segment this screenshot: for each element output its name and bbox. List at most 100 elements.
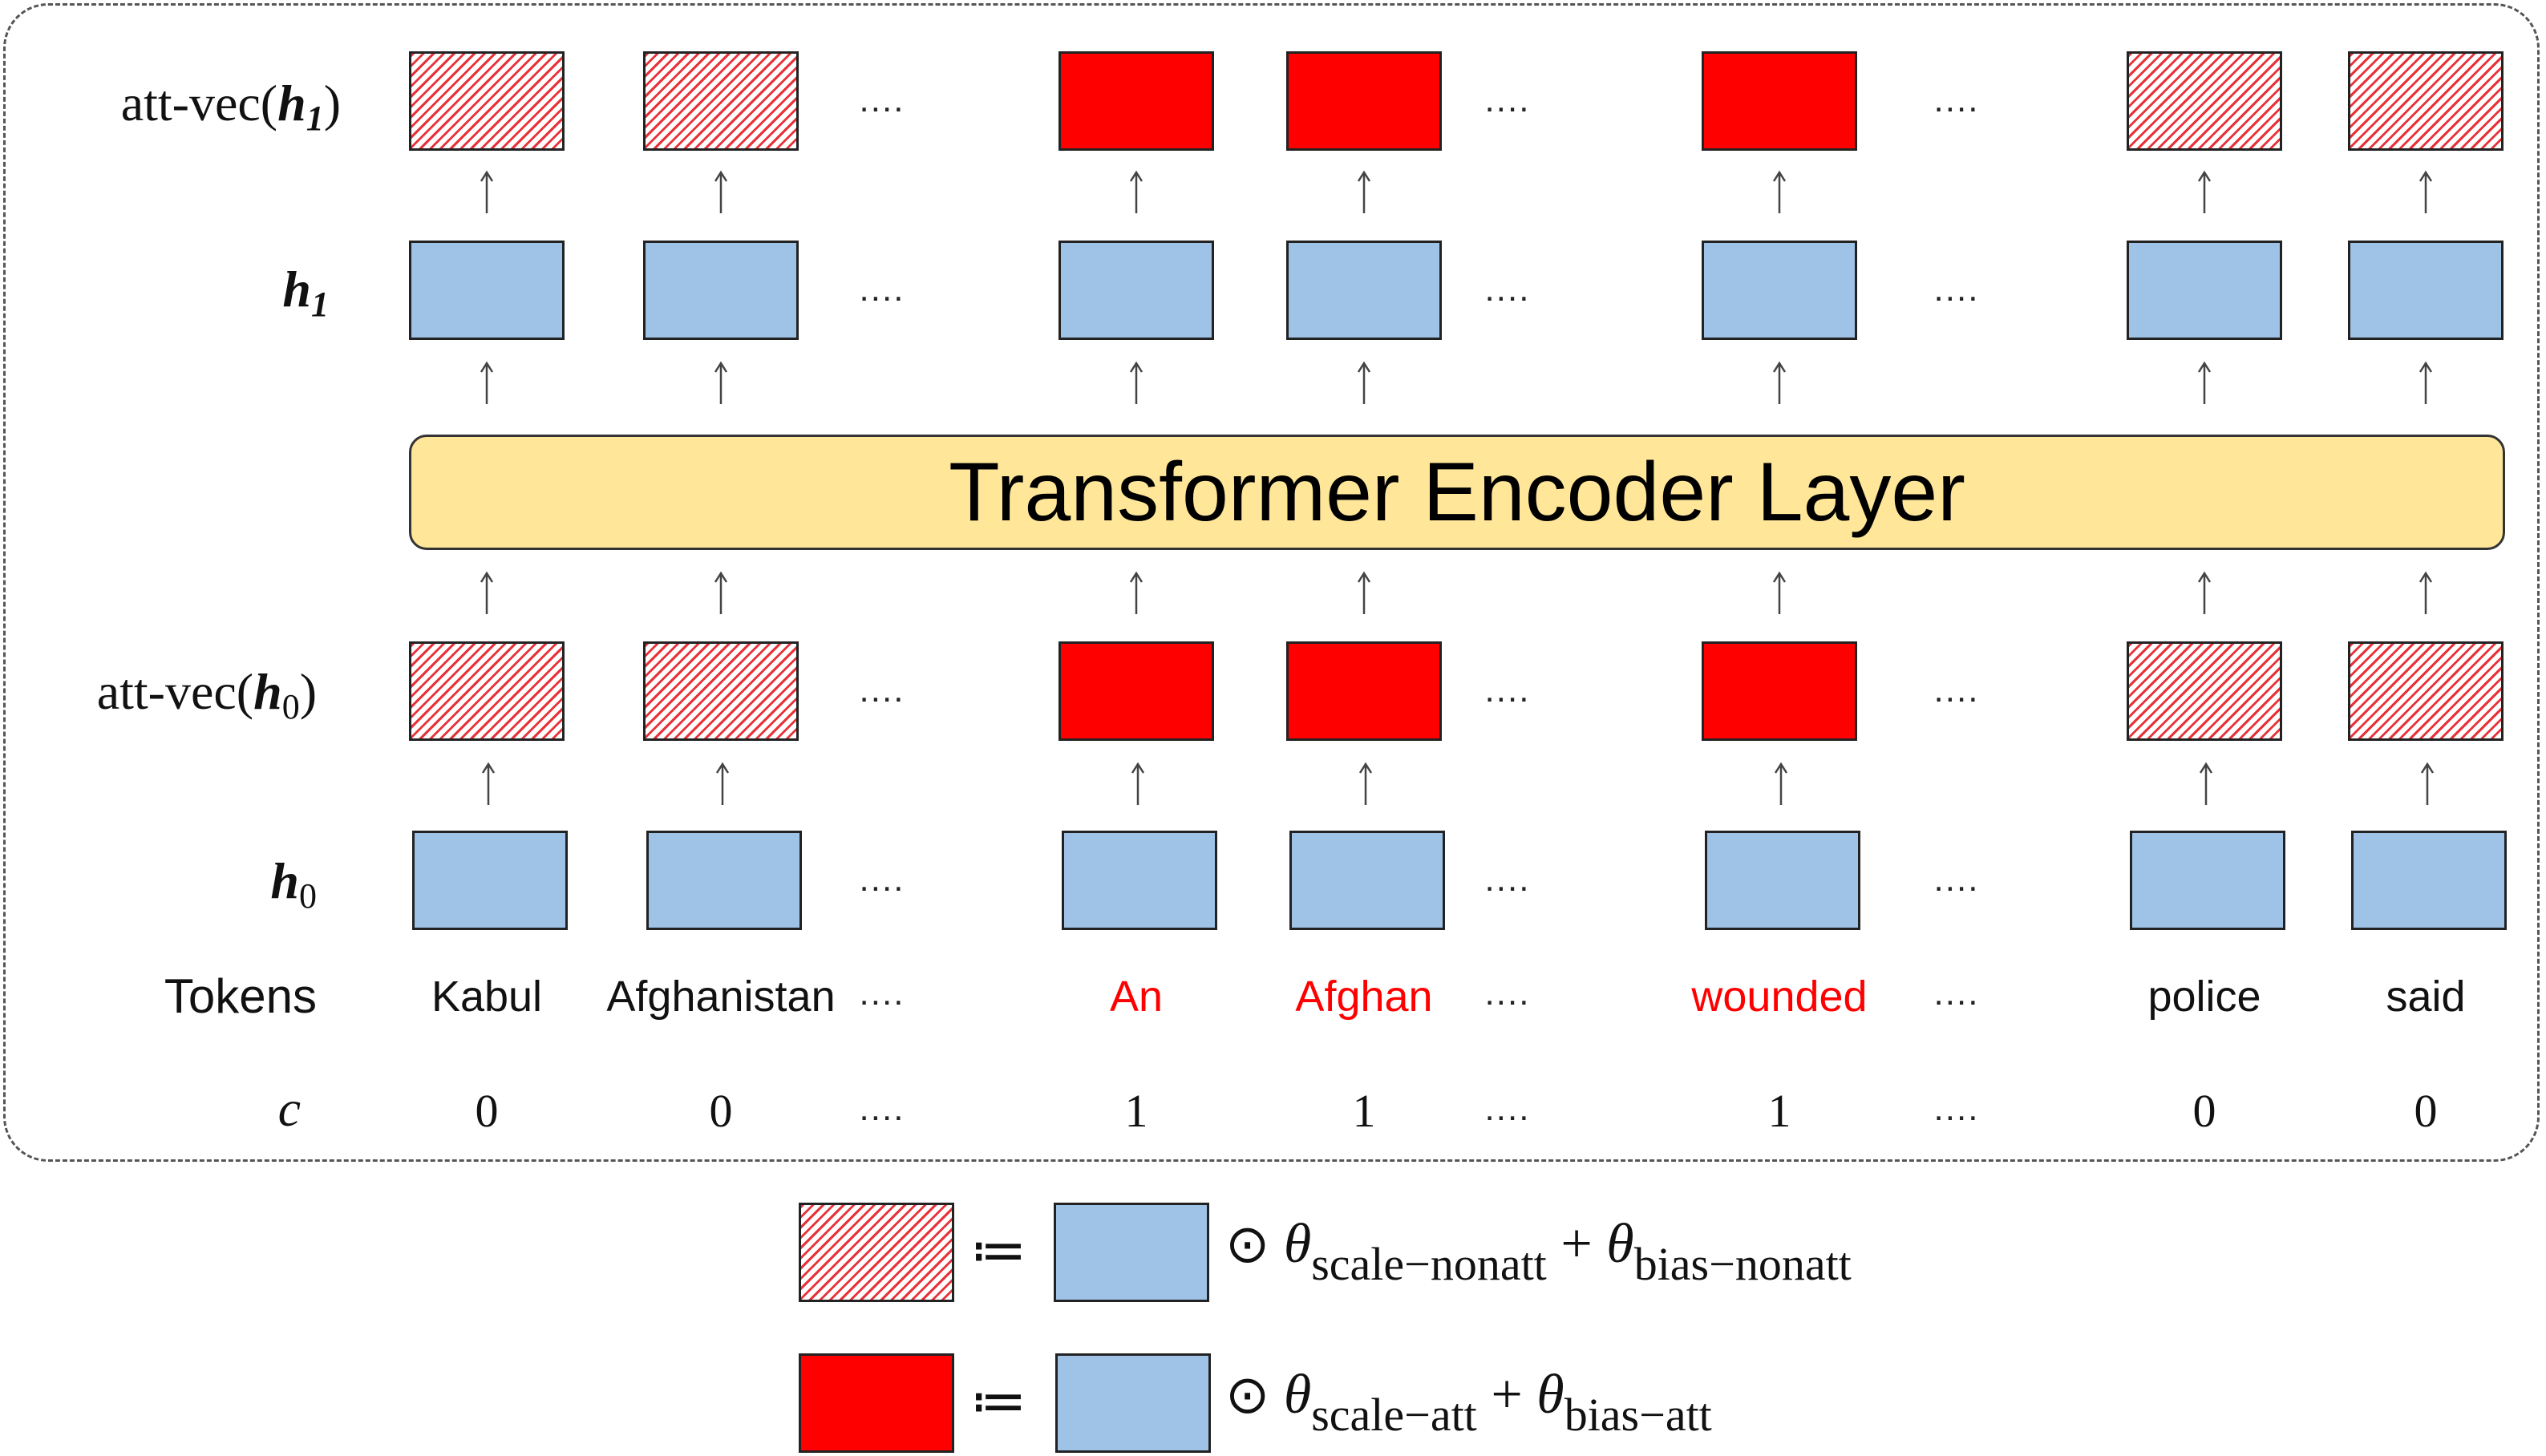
row-label-c: c (277, 1080, 301, 1137)
ellipsis: .... (1933, 269, 1980, 309)
arrow-up-icon (2418, 571, 2433, 614)
h1-box (1702, 241, 1857, 340)
row-label-att-vec-h0: att-vec(h0) (96, 663, 317, 726)
legend-att-assign: ≔ (970, 1368, 1026, 1434)
arrow-up-icon (480, 571, 494, 614)
arrow-up-icon (714, 361, 728, 404)
arrow-up-icon (1772, 170, 1787, 213)
c-value: 1 (1767, 1085, 1791, 1137)
h1-box (1286, 241, 1442, 340)
ellipsis: .... (1933, 80, 1980, 119)
legend-att-swatch (799, 1353, 954, 1453)
arrow-up-icon (1772, 361, 1787, 404)
h1-box (643, 241, 799, 340)
att-vec-h0-box (409, 641, 565, 741)
arrow-up-icon (1774, 762, 1788, 805)
ellipsis: .... (1933, 1089, 1980, 1128)
ellipsis: .... (1933, 859, 1980, 899)
h1-box (409, 241, 565, 340)
arrow-up-icon (714, 571, 728, 614)
h0-box (412, 831, 568, 930)
arrow-up-icon (2418, 361, 2433, 404)
arrow-up-icon (2197, 170, 2212, 213)
ellipsis: .... (1484, 80, 1531, 119)
c-value: 1 (1352, 1085, 1376, 1137)
legend-att-formula: ⊙ θscale−att + θbias−att (1225, 1364, 1712, 1441)
legend-nonatt-hidden-swatch (1054, 1203, 1209, 1302)
c-value: 0 (2414, 1085, 2438, 1137)
ellipsis: .... (859, 80, 905, 119)
h0-box (2130, 831, 2285, 930)
arrow-up-icon (480, 170, 494, 213)
legend-nonatt-formula: ⊙ θscale−nonatt + θbias−nonatt (1225, 1213, 1852, 1290)
ellipsis: .... (1484, 1089, 1531, 1128)
token-label: police (2147, 973, 2261, 1021)
legend-att-hidden-swatch (1055, 1353, 1211, 1453)
arrow-up-icon (715, 762, 730, 805)
c-value: 0 (709, 1085, 733, 1137)
c-value: 0 (475, 1085, 499, 1137)
arrow-up-icon (714, 170, 728, 213)
ellipsis: .... (859, 1089, 905, 1128)
arrow-up-icon (2197, 361, 2212, 404)
token-label: An (1109, 973, 1164, 1021)
legend-nonatt-assign: ≔ (970, 1217, 1026, 1283)
arrow-up-icon (1357, 170, 1371, 213)
ellipsis: .... (1484, 269, 1531, 309)
att-vec-h0-box (643, 641, 799, 741)
h1-box (1058, 241, 1214, 340)
arrow-up-icon (1129, 170, 1143, 213)
arrow-up-icon (480, 361, 494, 404)
h0-box (1705, 831, 1860, 930)
att-vec-h0-box (1286, 641, 1442, 741)
att-vec-h1-box (1058, 51, 1214, 151)
att-vec-h0-box (1702, 641, 1857, 741)
h0-box (1289, 831, 1445, 930)
row-label-att-vec-h1: att-vec(h1) (120, 75, 341, 138)
att-vec-h1-box (409, 51, 565, 151)
c-value: 1 (1124, 1085, 1148, 1137)
ellipsis: .... (859, 973, 905, 1013)
arrow-up-icon (2199, 762, 2213, 805)
h0-box (1062, 831, 1217, 930)
arrow-up-icon (1358, 762, 1373, 805)
token-label: Afghan (1295, 973, 1433, 1021)
token-label: wounded (1691, 973, 1868, 1021)
row-label-h0: h0 (270, 852, 317, 916)
att-vec-h0-box (2127, 641, 2282, 741)
ellipsis: .... (1484, 973, 1531, 1013)
att-vec-h1-box (643, 51, 799, 151)
att-vec-h1-box (2127, 51, 2282, 151)
att-vec-h1-box (2348, 51, 2503, 151)
att-vec-h0-box (2348, 641, 2503, 741)
ellipsis: .... (859, 670, 905, 710)
row-label-h1: h1 (282, 261, 329, 324)
arrow-up-icon (481, 762, 496, 805)
diagram-frame (3, 3, 2540, 1162)
ellipsis: .... (1933, 670, 1980, 710)
att-vec-h0-box (1058, 641, 1214, 741)
arrow-up-icon (1129, 571, 1143, 614)
arrow-up-icon (1129, 361, 1143, 404)
arrow-up-icon (1772, 571, 1787, 614)
transformer-encoder-layer: Transformer Encoder Layer (409, 435, 2505, 550)
arrow-up-icon (1357, 571, 1371, 614)
arrow-up-icon (2418, 170, 2433, 213)
arrow-up-icon (1131, 762, 1145, 805)
ellipsis: .... (859, 269, 905, 309)
arrow-up-icon (2197, 571, 2212, 614)
ellipsis: .... (1484, 670, 1531, 710)
token-label: said (2386, 973, 2466, 1021)
h1-box (2348, 241, 2503, 340)
ellipsis: .... (1484, 859, 1531, 899)
token-label: Kabul (431, 973, 543, 1021)
c-value: 0 (2192, 1085, 2216, 1137)
att-vec-h1-box (1286, 51, 1442, 151)
arrow-up-icon (1357, 361, 1371, 404)
ellipsis: .... (859, 859, 905, 899)
encoder-label: Transformer Encoder Layer (949, 445, 1965, 539)
arrow-up-icon (2420, 762, 2435, 805)
h0-box (2351, 831, 2507, 930)
h1-box (2127, 241, 2282, 340)
